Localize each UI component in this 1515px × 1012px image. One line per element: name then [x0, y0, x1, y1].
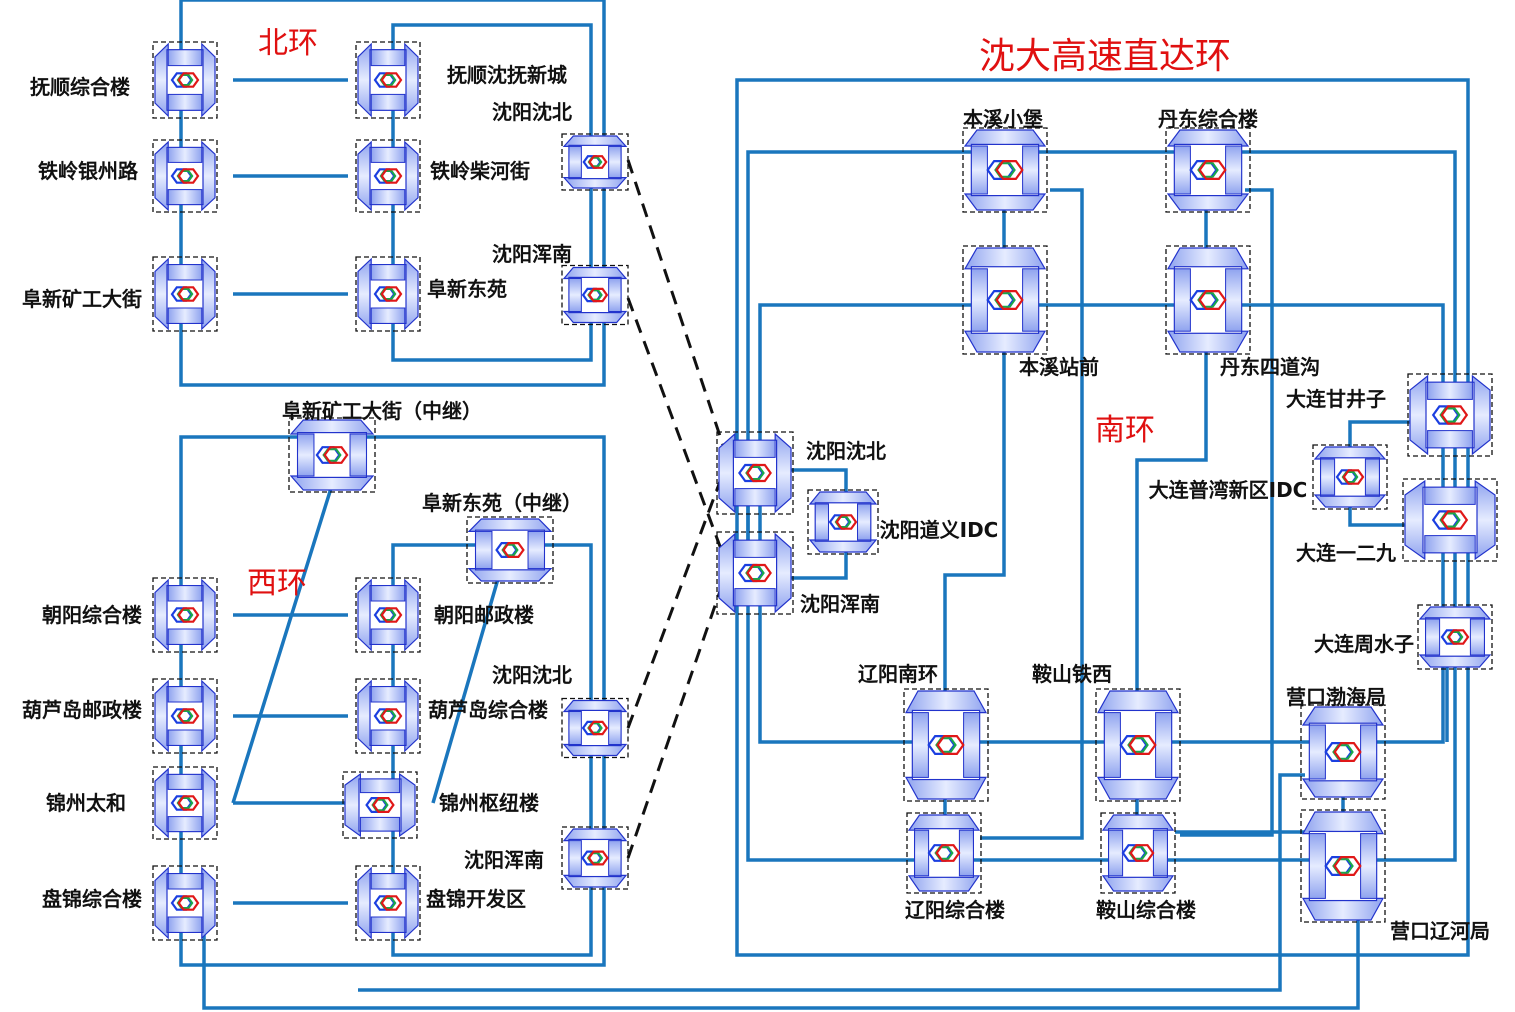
label-panjin-kaifa: 盘锦开发区 — [426, 887, 526, 911]
label-jinzhou-taihe: 锦州太和 — [46, 791, 126, 815]
label-liaoyang-zonghe: 辽阳综合楼 — [905, 898, 1005, 922]
node-c-shenyang-shenbei[interactable] — [716, 431, 794, 515]
node-fushun-shenfu[interactable] — [355, 41, 421, 119]
node-fuxin-dongyuan[interactable] — [355, 256, 421, 332]
node-fuxin-kuanggong-relay[interactable] — [288, 417, 376, 493]
label-n-shenyang-hunnan: 沈阳浑南 — [492, 242, 572, 266]
label-huludao-youzheng: 葫芦岛邮政楼 — [22, 698, 142, 722]
node-chaoyang-youzheng[interactable] — [355, 577, 421, 653]
label-c-shenyang-hunnan: 沈阳浑南 — [800, 592, 880, 616]
node-panjin-zonghe[interactable] — [152, 865, 218, 941]
node-jinzhou-taihe[interactable] — [152, 766, 218, 840]
node-chaoyang-zonghe[interactable] — [152, 577, 218, 653]
label-dalian-puwan: 大连普湾新区IDC — [1149, 478, 1308, 502]
label-fuxin-dongyuan-relay: 阜新东苑（中继） — [422, 491, 582, 515]
label-fuxin-kuanggong-relay: 阜新矿工大街（中继） — [282, 399, 482, 423]
node-huludao-zonghe[interactable] — [355, 678, 421, 754]
label-anshan-zonghe: 鞍山综合楼 — [1096, 898, 1196, 922]
dashed-interconnects — [626, 159, 730, 859]
node-n-shenyang-shenbei[interactable] — [561, 133, 629, 191]
label-anshan-tiexi: 鞍山铁西 — [1032, 662, 1112, 686]
node-anshan-tiexi[interactable] — [1095, 688, 1181, 802]
node-yingkou-bohai[interactable] — [1300, 704, 1386, 800]
node-tieling-yinzhou[interactable] — [152, 139, 218, 213]
labels: 沈大高速直达环 北环 西环 南环 抚顺综合楼 抚顺沈抚新城 沈阳沈北 铁岭银州路… — [22, 26, 1490, 943]
node-huludao-youzheng[interactable] — [152, 678, 218, 754]
label-fushun-zonghe: 抚顺综合楼 — [30, 75, 130, 99]
label-tieling-yinzhou: 铁岭银州路 — [38, 159, 139, 183]
node-jinzhou-shuniu[interactable] — [342, 771, 418, 839]
node-liaoyang-zonghe[interactable] — [906, 812, 982, 894]
node-c-shenyang-hunnan[interactable] — [716, 531, 794, 615]
label-benxi-xiaopu: 本溪小堡 — [963, 107, 1043, 131]
node-shenyang-daoyi[interactable] — [807, 489, 879, 555]
node-tieling-chaihe[interactable] — [355, 139, 421, 213]
nodes-layer — [152, 41, 1498, 941]
label-w-shenyang-shenbei: 沈阳沈北 — [492, 663, 572, 687]
label-jinzhou-shuniu: 锦州枢纽楼 — [439, 791, 539, 815]
label-fuxin-kuanggong: 阜新矿工大街 — [22, 287, 142, 311]
diagram-title: 沈大高速直达环 — [979, 36, 1231, 77]
label-dandong-zonghe: 丹东综合楼 — [1158, 107, 1258, 131]
label-n-shenyang-shenbei: 沈阳沈北 — [492, 100, 572, 124]
label-w-shenyang-hunnan: 沈阳浑南 — [464, 848, 544, 872]
label-yingkou-bohai: 营口渤海局 — [1286, 685, 1386, 709]
node-benxi-xiaopu[interactable] — [962, 127, 1048, 213]
label-fushun-shenfu: 抚顺沈抚新城 — [447, 63, 567, 87]
label-chaoyang-zonghe: 朝阳综合楼 — [42, 603, 142, 627]
node-dalian-ganjingzi[interactable] — [1407, 373, 1493, 457]
ring-label-west: 西环 — [247, 566, 307, 601]
label-liaoyang-nanhuan: 辽阳南环 — [858, 662, 938, 686]
node-dalian-puwan[interactable] — [1312, 444, 1388, 510]
label-c-shenyang-shenbei: 沈阳沈北 — [806, 439, 886, 463]
label-dalian-ganjingzi: 大连甘井子 — [1286, 387, 1386, 411]
label-panjin-zonghe: 盘锦综合楼 — [42, 887, 142, 911]
node-w-shenyang-shenbei[interactable] — [561, 697, 629, 759]
label-shenyang-daoyi: 沈阳道义IDC — [880, 518, 999, 542]
node-dalian-zhoushuizi[interactable] — [1417, 604, 1493, 670]
label-benxi-zhanqian: 本溪站前 — [1019, 355, 1099, 379]
label-dalian-zhoushuizi: 大连周水子 — [1314, 632, 1414, 656]
label-huludao-zonghe: 葫芦岛综合楼 — [428, 698, 548, 722]
ring-label-north: 北环 — [258, 26, 318, 61]
node-liaoyang-nanhuan[interactable] — [903, 688, 989, 802]
node-benxi-zhanqian[interactable] — [962, 245, 1048, 355]
node-dandong-sidaogou[interactable] — [1165, 245, 1251, 355]
ring-label-south: 南环 — [1095, 413, 1155, 448]
node-anshan-zonghe[interactable] — [1100, 812, 1176, 894]
node-yingkou-liaohe[interactable] — [1300, 809, 1386, 923]
node-panjin-kaifa[interactable] — [355, 865, 421, 941]
label-yingkou-liaohe: 营口辽河局 — [1390, 919, 1490, 943]
node-dalian-yierjiu[interactable] — [1402, 478, 1498, 562]
label-fuxin-dongyuan: 阜新东苑 — [427, 277, 507, 301]
node-fushun-zonghe[interactable] — [152, 41, 218, 119]
node-dandong-zonghe[interactable] — [1165, 127, 1251, 213]
label-dandong-sidaogou: 丹东四道沟 — [1220, 355, 1320, 379]
label-tieling-chaihe: 铁岭柴河街 — [430, 159, 530, 183]
label-chaoyang-youzheng: 朝阳邮政楼 — [434, 603, 534, 627]
node-n-shenyang-hunnan[interactable] — [561, 264, 629, 326]
node-w-shenyang-hunnan[interactable] — [561, 826, 629, 890]
node-fuxin-dongyuan-relay[interactable] — [466, 516, 554, 584]
node-fuxin-kuanggong[interactable] — [152, 256, 218, 332]
label-dalian-yierjiu: 大连一二九 — [1296, 541, 1396, 565]
